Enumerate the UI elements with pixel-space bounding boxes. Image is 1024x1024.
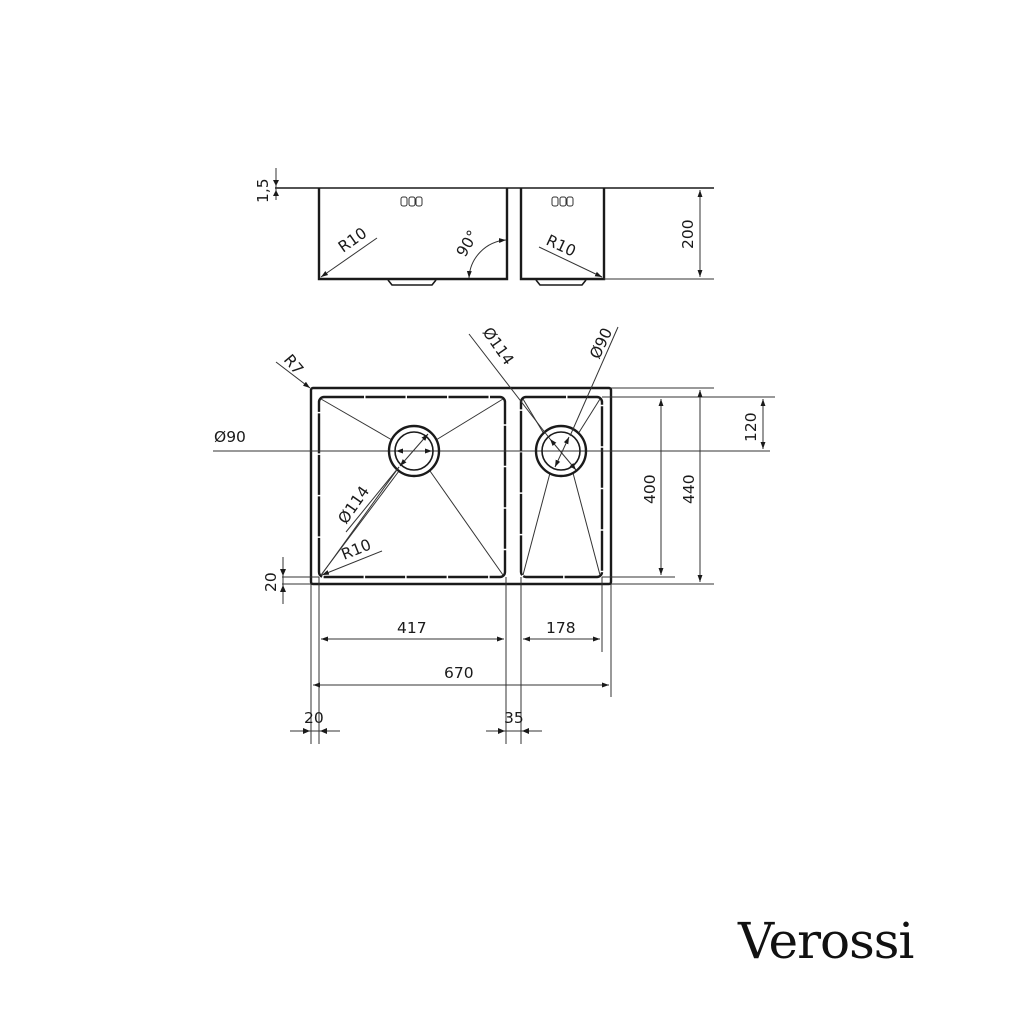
right-bowl-width-label: 178 [546,619,576,637]
inner-radius-leader [321,550,383,576]
arrow-icon [320,728,327,734]
right-waste-small-leader [569,326,619,437]
overflow-icon [551,196,574,207]
right-bowl [519,395,604,579]
left-waste-large-leader [345,466,400,533]
left-waste-small-label: Ø90 [214,428,246,446]
brand-logo: Verossi [738,912,914,970]
outer-radius-label: R7 [280,351,307,378]
bowl-length-label: 400 [641,474,659,504]
plan-view: R7 Ø90 Ø114 R10 Ø114 Ø90 400 440 120 [213,324,775,744]
side-left-bowl [317,188,509,281]
right-waste-large-label: Ø114 [479,324,518,369]
arrow-icon [273,190,279,196]
angle-arc [466,238,507,279]
left-bowl [317,395,507,579]
left-waste-diameter-dim [399,433,429,467]
side-left-radius-label: R10 [335,224,370,256]
right-waste-small-label: Ø90 [586,325,616,362]
arrow-icon [303,728,310,734]
arrow-icon [522,728,529,734]
depth-label: 200 [679,219,697,249]
overflow-icon [400,196,423,207]
left-flange-label: 20 [304,709,324,727]
arrow-icon [280,585,286,592]
overall-width-label: 670 [444,664,474,682]
arrow-icon [280,569,286,576]
left-bowl-width-label: 417 [397,619,427,637]
divider-width-label: 35 [504,709,524,727]
right-radius-leader [538,246,603,278]
side-right-radius-label: R10 [543,231,578,260]
overall-length-label: 440 [680,474,698,504]
inner-radius-label: R10 [339,536,374,564]
side-right-bowl [519,188,606,281]
right-waste-large-dim [549,438,577,471]
right-waste-small-dim [554,436,570,468]
right-waste-inner [541,431,581,471]
side-view: 1,5 R10 90° R10 200 [254,168,714,286]
left-radius-leader [320,237,378,278]
right-waste-large-leader [468,333,551,440]
left-waste-inner [394,431,434,471]
outer-rim [309,386,613,586]
side-left-drain [387,279,437,286]
left-waste-outer [387,424,441,478]
arrow-icon [498,728,505,734]
right-bowl-slope-lines [522,398,601,576]
outer-radius-leader [275,361,311,389]
arrow-icon [273,180,279,186]
waste-offset-label: 120 [742,412,760,442]
inner-radius-leader-ext [321,466,400,575]
bottom-flange-label: 20 [262,572,280,592]
thickness-label: 1,5 [254,178,272,203]
side-right-drain [535,279,587,286]
right-waste-outer [534,424,588,478]
